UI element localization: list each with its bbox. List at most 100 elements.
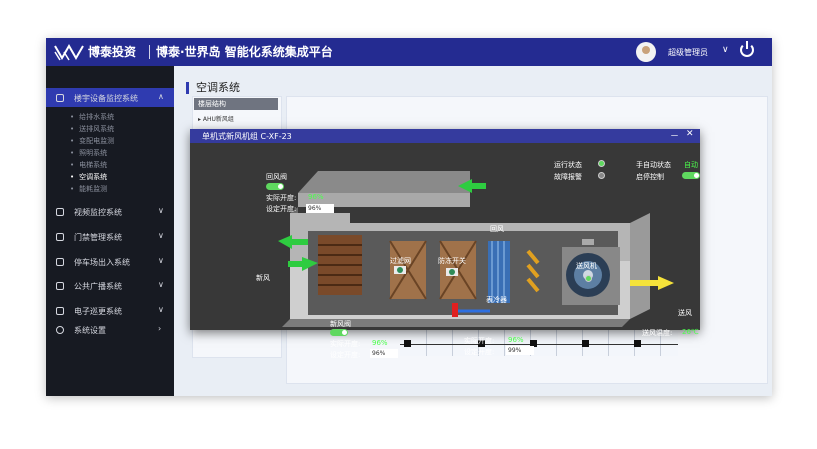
fresh-air-arrow-icon xyxy=(288,257,318,271)
antifreeze-label: 防冻开关 xyxy=(438,257,466,265)
tree-panel-bottom xyxy=(192,328,282,358)
sidebar-item-label: 视频监控系统 xyxy=(74,208,122,217)
fault-alarm-label: 故障报警 xyxy=(554,173,582,181)
return-air-arrow-icon xyxy=(458,179,486,193)
sidebar: 楼宇设备监控系统 ∧ 给排水系统 送排风系统 变配电监测 照明系统 电梯系统 空… xyxy=(46,66,174,396)
avatar-face xyxy=(642,46,650,54)
fresh-damper-label: 新风阀 xyxy=(330,320,351,328)
fresh-damper-actual-value: 96% xyxy=(372,339,388,347)
return-damper-label: 回风阀 xyxy=(266,173,287,181)
auto-mode-value: 自动 xyxy=(684,161,698,169)
run-status-lamp xyxy=(598,160,605,167)
user-name[interactable]: 超级管理员 xyxy=(668,48,708,57)
sidebar-item-bas[interactable]: 楼宇设备监控系统 ∧ xyxy=(46,90,174,108)
sidebar-sub-elevator[interactable]: 电梯系统 xyxy=(70,160,107,170)
sidebar-sub-power[interactable]: 变配电监测 xyxy=(70,136,114,146)
timeline-gridline xyxy=(660,330,661,356)
ahu-diagram xyxy=(278,171,674,327)
patrol-icon xyxy=(56,307,64,315)
exhaust-arrow-icon xyxy=(278,235,308,249)
start-stop-toggle[interactable] xyxy=(682,172,700,179)
close-icon[interactable]: ✕ xyxy=(686,129,694,139)
cooling-coil xyxy=(488,241,510,303)
fresh-damper-toggle[interactable] xyxy=(330,329,348,336)
timeline-gridline xyxy=(556,330,557,356)
return-damper-actual-label: 实际开度: xyxy=(266,194,297,202)
modal-header: 单机式新风机组 C-XF-23 － ✕ xyxy=(190,129,700,143)
chevron-down-icon: ∨ xyxy=(158,206,164,215)
fresh-air-text: 新风 xyxy=(256,274,270,282)
antifreeze-status-indicator xyxy=(446,268,458,276)
valve-actual-value: 96% xyxy=(508,336,524,344)
filter-status-indicator xyxy=(394,266,406,274)
speaker-icon xyxy=(56,282,64,290)
return-damper-set-input[interactable]: 96% xyxy=(306,204,334,213)
nav-active-highlight xyxy=(46,88,174,107)
sidebar-item-label: 门禁管理系统 xyxy=(74,233,122,242)
valve-actual-label: 实际开度: xyxy=(464,337,495,345)
gear-icon xyxy=(56,326,64,334)
sidebar-item-broadcast[interactable]: 公共广播系统 ∨ xyxy=(46,278,174,296)
sidebar-sub-water[interactable]: 给排水系统 xyxy=(70,112,114,122)
timeline-marker[interactable] xyxy=(634,340,641,347)
platform-title: 博泰·世界岛 智能化系统集成平台 xyxy=(156,45,333,59)
fresh-damper-actual-label: 实际开度: xyxy=(330,340,361,348)
timeline-marker[interactable] xyxy=(530,340,537,347)
fan-status-lamp xyxy=(585,275,592,282)
chevron-down-icon: ∨ xyxy=(158,280,164,289)
sidebar-item-label: 停车场出入系统 xyxy=(74,258,130,267)
tree-item[interactable]: ▸ AHU新风组 xyxy=(198,116,234,123)
sidebar-item-label: 系统设置 xyxy=(74,326,106,335)
power-icon[interactable] xyxy=(740,41,754,57)
valve-set-input[interactable]: 99% xyxy=(506,346,534,355)
door-icon xyxy=(56,233,64,241)
sidebar-item-video[interactable]: 视频监控系统 ∨ xyxy=(46,204,174,222)
chevron-right-icon: › xyxy=(158,324,162,333)
timeline-axis xyxy=(400,344,678,345)
avatar[interactable] xyxy=(636,42,656,62)
fresh-damper-set-input[interactable]: 96% xyxy=(370,349,398,358)
camera-icon xyxy=(56,208,64,216)
fault-alarm-lamp xyxy=(598,172,605,179)
timeline-gridline xyxy=(504,330,505,356)
minimize-icon[interactable]: － xyxy=(670,132,680,142)
supply-air-arrow-icon xyxy=(630,276,674,290)
filter-label: 过滤网 xyxy=(390,257,411,265)
brand-name: 博泰投资 xyxy=(88,45,137,59)
run-status-label: 运行状态 xyxy=(554,161,582,169)
auto-mode-label: 手自动状态 xyxy=(636,161,671,169)
sidebar-sub-ventilation[interactable]: 送排风系统 xyxy=(70,124,114,134)
antifreeze-mesh xyxy=(439,240,477,300)
return-damper-actual-value: 96% xyxy=(308,193,324,201)
sidebar-sub-hvac[interactable]: 空调系统 xyxy=(70,172,107,182)
sidebar-item-patrol[interactable]: 电子巡更系统 ∨ xyxy=(46,303,174,321)
sidebar-item-label: 楼宇设备监控系统 xyxy=(74,94,138,103)
sidebar-sub-energy[interactable]: 能耗监测 xyxy=(70,184,107,194)
return-duct-front xyxy=(298,193,470,207)
return-damper-set-label: 设定开度: xyxy=(266,205,297,213)
sidebar-item-settings[interactable]: 系统设置 › xyxy=(46,322,174,340)
return-air-text: 回风 xyxy=(490,225,504,233)
chevron-up-icon: ∧ xyxy=(158,92,164,101)
timeline-gridline xyxy=(426,330,427,356)
sidebar-item-parking[interactable]: 停车场出入系统 ∨ xyxy=(46,254,174,272)
timeline-marker[interactable] xyxy=(478,340,485,347)
return-damper-toggle[interactable] xyxy=(266,183,284,190)
supply-temp-value: 26℃ xyxy=(682,328,699,336)
timeline-marker[interactable] xyxy=(404,340,411,347)
sidebar-sub-lighting[interactable]: 照明系统 xyxy=(70,148,107,158)
top-bar: 博泰投资 博泰·世界岛 智能化系统集成平台 超级管理员 ∨ xyxy=(46,38,772,66)
fan-label: 送风机 xyxy=(576,262,597,270)
sidebar-item-access[interactable]: 门禁管理系统 ∨ xyxy=(46,229,174,247)
app-window: 博泰投资 博泰·世界岛 智能化系统集成平台 超级管理员 ∨ 楼宇设备监控系统 ∧… xyxy=(46,38,772,396)
heater-elements xyxy=(526,249,540,293)
user-menu-chevron-icon[interactable]: ∨ xyxy=(722,45,729,55)
supply-air-text: 送风 xyxy=(678,309,692,317)
sidebar-item-label: 电子巡更系统 xyxy=(74,307,122,316)
ahu-detail-modal: 单机式新风机组 C-XF-23 － ✕ xyxy=(190,129,700,359)
schedule-timeline xyxy=(400,330,678,356)
logo-icon xyxy=(54,44,84,61)
timeline-gridline xyxy=(608,330,609,356)
car-icon xyxy=(56,258,64,266)
timeline-marker[interactable] xyxy=(582,340,589,347)
